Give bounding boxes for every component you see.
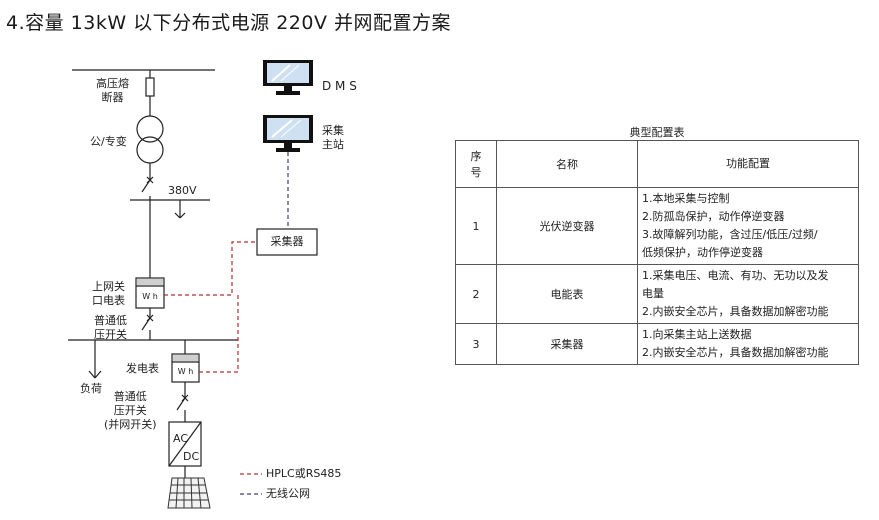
- table-row: 1 光伏逆变器 1.本地采集与控制 2.防孤岛保护，动作停逆变器 3.故障解列功…: [455, 187, 859, 265]
- grid-meter-symbol: W h: [142, 292, 158, 301]
- row-name: 电能表: [496, 264, 638, 324]
- hv-fuse-icon: [145, 77, 155, 97]
- load-label: 负荷: [80, 382, 102, 395]
- row-no: 2: [455, 264, 497, 324]
- grid-switch-label: 普通低 压开关 (并网开关): [104, 390, 157, 431]
- dms-monitor-icon: [263, 60, 313, 95]
- master-station-monitor-icon: [263, 115, 313, 152]
- hplc-rs485-links: [164, 241, 257, 373]
- dms-label: D M S: [322, 79, 357, 93]
- row-functions: 1.采集电压、电流、有功、无功以及发 电量 2.内嵌安全芯片，具备数据加解密功能: [637, 264, 859, 324]
- legend-wireless-label: 无线公网: [266, 487, 310, 500]
- collector-label: 采集器: [270, 235, 304, 248]
- row-functions: 1.本地采集与控制 2.防孤岛保护，动作停逆变器 3.故障解列功能，含过压/低压…: [637, 187, 859, 265]
- legend-hplc-label: HPLC或RS485: [266, 467, 342, 480]
- bus-voltage-label: 380V: [168, 184, 197, 197]
- inverter-ac-label: AC: [173, 432, 189, 445]
- transformer-icon: [136, 115, 164, 143]
- table-caption: 典型配置表: [629, 126, 685, 139]
- grid-meter-label: 上网关口电表: [92, 280, 125, 307]
- transformer-label: 公/专变: [90, 135, 127, 148]
- row-name: 光伏逆变器: [496, 187, 638, 265]
- row-no: 3: [455, 323, 497, 365]
- header-name: 名称: [496, 140, 638, 188]
- inverter-dc-label: DC: [183, 450, 200, 463]
- master-station-label: 采集主站: [322, 124, 344, 151]
- table-row: 2 电能表 1.采集电压、电流、有功、无功以及发 电量 2.内嵌安全芯片，具备数…: [455, 264, 859, 324]
- normal-switch-label: 普通低压开关: [94, 314, 127, 341]
- solar-panel-icon: [167, 477, 211, 509]
- row-no: 1: [455, 187, 497, 265]
- config-table: 序号 名称 功能配置 1 光伏逆变器 1.本地采集与控制 2.防孤岛保护，动作停…: [455, 140, 859, 365]
- hv-fuse-label: 高压熔断器: [96, 77, 129, 104]
- collector-box: [256, 228, 318, 256]
- page-title: 4.容量 13kW 以下分布式电源 220V 并网配置方案: [6, 12, 452, 34]
- row-name: 采集器: [496, 323, 638, 365]
- header-no: 序号: [455, 140, 497, 188]
- header-function: 功能配置: [637, 140, 859, 188]
- table-header-row: 序号 名称 功能配置: [455, 140, 859, 188]
- table-row: 3 采集器 1.向采集主站上送数据 2.内嵌安全芯片，具备数据加解密功能: [455, 323, 859, 365]
- gen-meter-symbol: W h: [177, 367, 194, 376]
- row-functions: 1.向采集主站上送数据 2.内嵌安全芯片，具备数据加解密功能: [637, 323, 859, 365]
- gen-meter-label: 发电表: [126, 362, 159, 375]
